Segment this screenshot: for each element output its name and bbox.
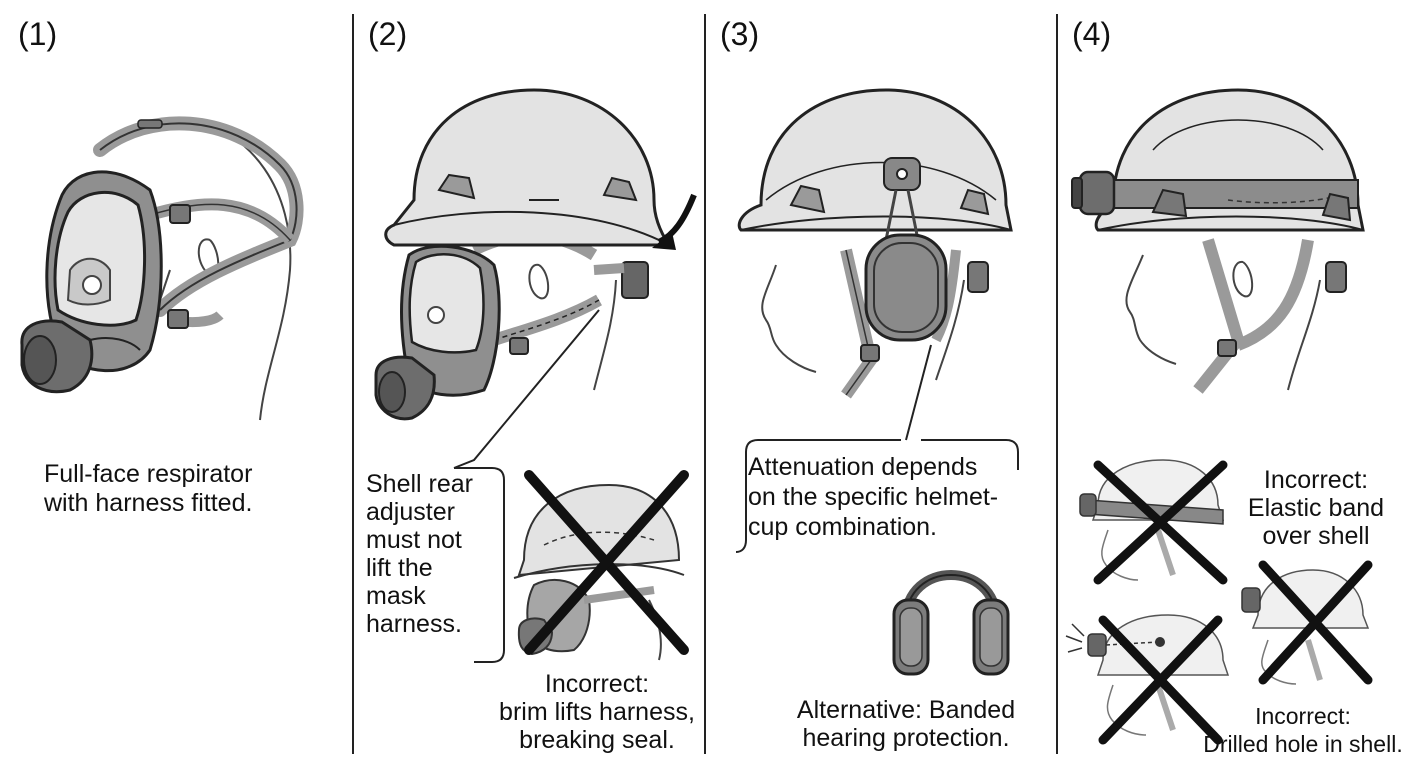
alternative-line: hearing protection.	[802, 724, 1010, 752]
note-line: adjuster	[366, 498, 455, 526]
note-line: must not	[366, 526, 462, 554]
panel-divider-3	[1056, 14, 1058, 754]
incorrect-line: Drilled hole in shell.	[1203, 731, 1403, 757]
banded-earmuff-icon	[892, 570, 1010, 676]
panel-1-caption: Full-face respirator with harness fitted…	[44, 460, 252, 518]
panel-2-note: Shell rear adjuster must not lift the ma…	[366, 470, 473, 638]
incorrect-line: over shell	[1262, 522, 1370, 550]
panel-3-alternative-caption: Alternative: Banded hearing protection.	[776, 696, 1036, 752]
note-line: on the specific helmet-	[748, 483, 999, 511]
helmet-lamp-illustration	[1065, 88, 1373, 745]
panel-4-drilled-caption: Incorrect: Drilled hole in shell.	[1198, 702, 1408, 758]
panel-2-number: (2)	[368, 16, 408, 52]
note-line: Attenuation depends	[748, 453, 978, 481]
panel-2: (2)	[354, 0, 704, 768]
panel-2-incorrect-caption: Incorrect: brim lifts harness, breaking …	[492, 670, 702, 754]
cross-mark	[1093, 460, 1228, 585]
helmet-respirator-illustration	[374, 88, 697, 663]
panel-4-number: (4)	[1072, 16, 1112, 52]
incorrect-line: Elastic band	[1247, 494, 1385, 522]
alternative-line: Alternative: Banded	[796, 696, 1016, 724]
cross-mark	[524, 470, 689, 655]
note-line: mask	[366, 582, 426, 610]
caption-line: Full-face respirator	[44, 460, 253, 488]
panel-divider-2	[704, 14, 706, 754]
cross-mark	[1098, 615, 1223, 745]
note-line: Shell rear	[366, 470, 473, 498]
incorrect-line: breaking seal.	[519, 726, 675, 754]
note-line: lift the	[366, 554, 433, 582]
panel-1: (1) Full-face respirator with harness fi…	[0, 0, 352, 768]
incorrect-line: Incorrect:	[544, 670, 650, 698]
note-line: harness.	[366, 610, 462, 638]
panel-4: (4)	[1058, 0, 1408, 768]
panel-divider-1	[352, 14, 354, 754]
panel-1-number: (1)	[18, 16, 58, 52]
panel-3: (3)	[706, 0, 1056, 768]
incorrect-line: Incorrect:	[1255, 703, 1351, 729]
incorrect-line: Incorrect:	[1263, 466, 1369, 494]
panel-4-elastic-caption: Incorrect: Elastic band over shell	[1226, 466, 1406, 550]
caption-line: with harness fitted.	[44, 489, 253, 517]
incorrect-line: brim lifts harness,	[499, 698, 695, 726]
panel-3-number: (3)	[720, 16, 760, 52]
panel-3-note: Attenuation depends on the specific helm…	[748, 452, 998, 542]
respirator-illustration	[20, 116, 304, 421]
note-line: cup combination.	[748, 513, 938, 541]
helmet-earmuff-illustration	[735, 88, 1019, 676]
cross-mark	[1258, 560, 1373, 685]
